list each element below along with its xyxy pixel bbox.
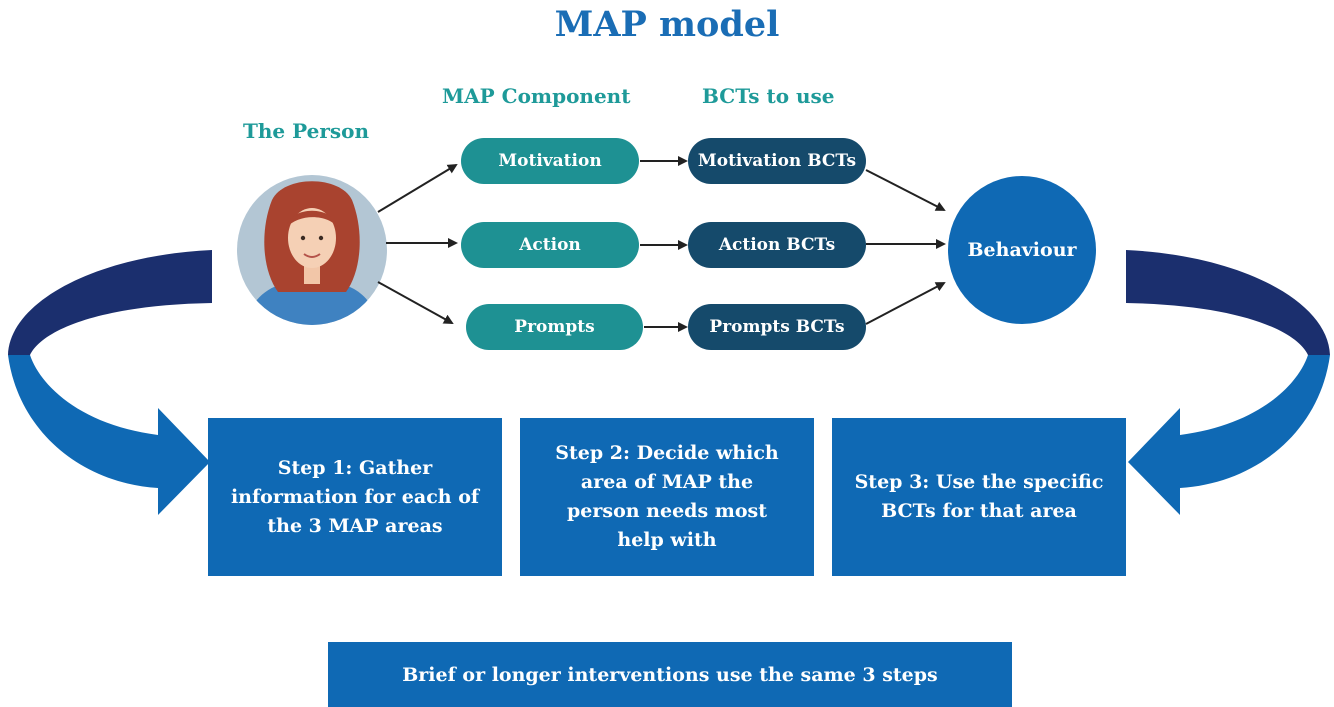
arrow-prompts-bcts-to-behaviour (865, 282, 946, 325)
behaviour-node: Behaviour (948, 176, 1096, 324)
step-2-box: Step 2: Decide which area of MAP the per… (520, 418, 814, 576)
arrow-person-to-motivation (377, 163, 458, 213)
page-title: MAP model (554, 4, 780, 45)
header-map-component: MAP Component (442, 84, 631, 108)
bcts-action: Action BCTs (688, 222, 866, 268)
header-the-person: The Person (243, 119, 370, 143)
component-motivation: Motivation (461, 138, 639, 184)
person-avatar-icon (237, 175, 387, 325)
left-loop-arrow (8, 250, 212, 515)
step-1-box: Step 1: Gather information for each of t… (208, 418, 502, 576)
footer-note: Brief or longer interventions use the sa… (328, 642, 1012, 707)
bcts-prompts: Prompts BCTs (688, 304, 866, 350)
arrow-person-to-prompts (377, 281, 454, 324)
arrow-motivation-bcts-to-behaviour (865, 169, 946, 211)
component-prompts: Prompts (466, 304, 643, 350)
bcts-motivation: Motivation BCTs (688, 138, 866, 184)
right-loop-arrow (1126, 250, 1330, 515)
header-bcts-to-use: BCTs to use (702, 84, 835, 108)
component-action: Action (461, 222, 639, 268)
step-3-box: Step 3: Use the specific BCTs for that a… (832, 418, 1126, 576)
